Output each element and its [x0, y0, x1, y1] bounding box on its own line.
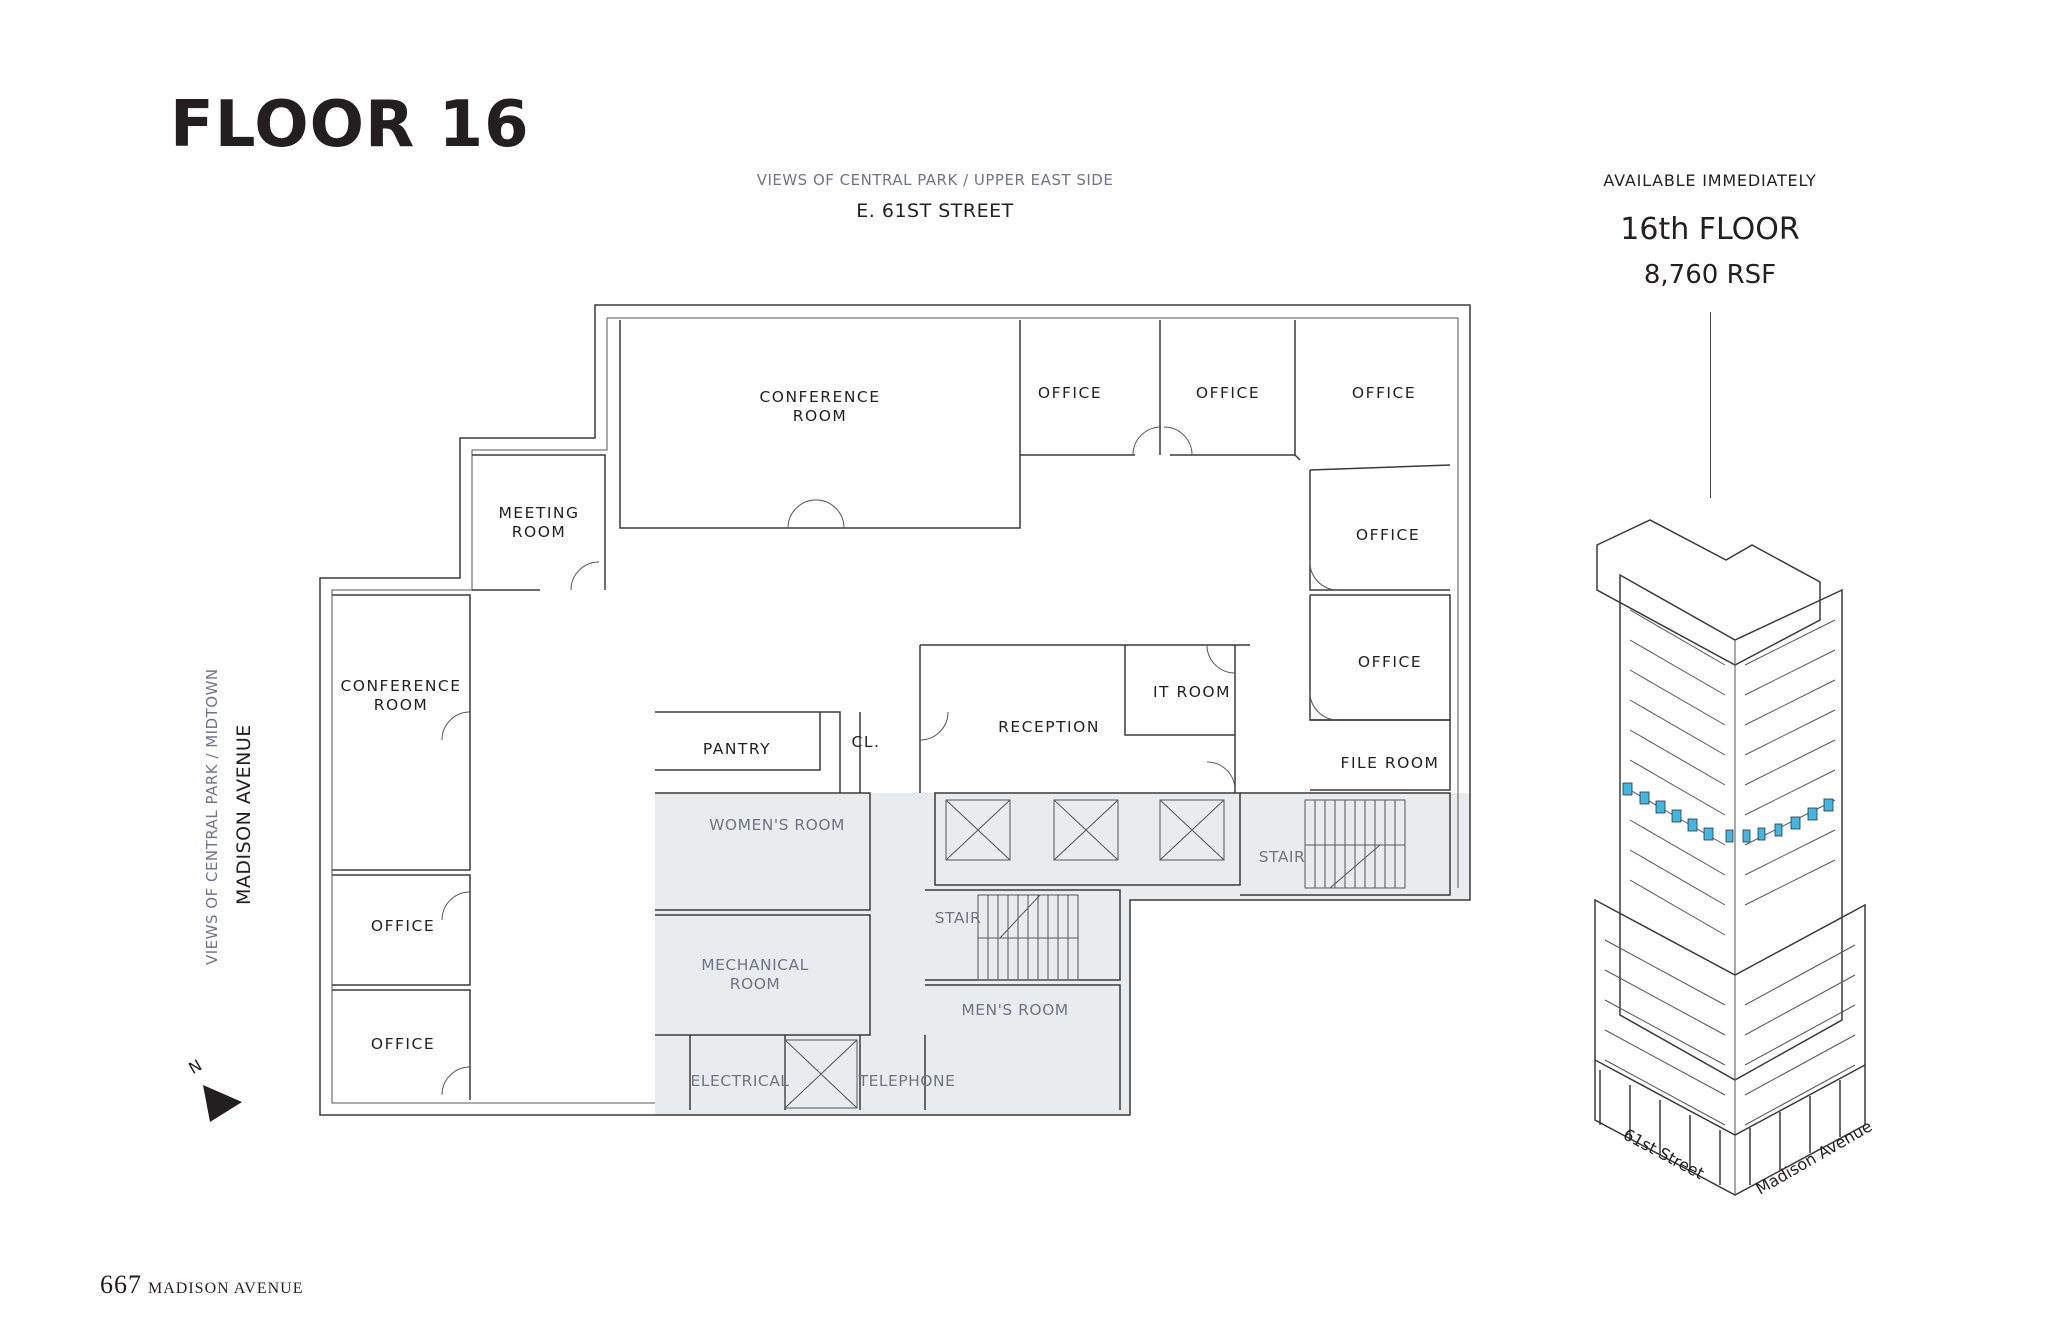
room-label-office-1: OFFICE [1038, 384, 1102, 402]
core-label-mechanical-2: ROOM [730, 975, 781, 993]
room-label-office-2: OFFICE [1196, 384, 1260, 402]
north-label: N [185, 1055, 205, 1077]
room-label-reception: RECEPTION [998, 718, 1100, 736]
building-core [655, 793, 1470, 1115]
interior-walls [332, 320, 1451, 1110]
room-label-file-room: FILE ROOM [1341, 754, 1440, 772]
room-label-office-5: OFFICE [1358, 653, 1422, 671]
footer-brand: 667 MADISON AVENUE [100, 1270, 304, 1300]
room-label-pantry: PANTRY [703, 740, 771, 758]
highlighted-floor [1622, 782, 1834, 843]
floor-area: 8,760 RSF [1643, 260, 1777, 290]
core-label-womens-room: WOMEN'S ROOM [709, 816, 845, 834]
door-swings [441, 426, 1339, 1096]
room-label-conference-top-2: ROOM [793, 407, 848, 425]
core-label-mechanical: MECHANICAL [701, 956, 808, 974]
core-label-stair-2: STAIR [1259, 848, 1306, 866]
north-arrow-icon [203, 1085, 242, 1122]
floor-number: 16th FLOOR [1620, 212, 1800, 247]
building-illustration [1594, 519, 1866, 1196]
elevator-icon [1159, 799, 1225, 861]
room-label-conference-left: CONFERENCE [340, 677, 461, 695]
window-grid [1604, 609, 1856, 1126]
elevators [784, 799, 1225, 1109]
core-label-electrical: ELECTRICAL [691, 1072, 790, 1090]
room-label-office-4: OFFICE [1356, 526, 1420, 544]
footer-name: MADISON AVENUE [148, 1280, 304, 1297]
building-street-madison: Madison Avenue [1753, 1117, 1876, 1199]
availability-status: AVAILABLE IMMEDIATELY [1603, 171, 1817, 190]
core-label-stair-1: STAIR [935, 909, 982, 927]
room-label-office-left-2: OFFICE [371, 1035, 435, 1053]
stairs [977, 799, 1406, 981]
core-label-telephone: TELEPHONE [858, 1072, 956, 1090]
leader-line [1710, 312, 1711, 498]
room-label-meeting-2: ROOM [512, 523, 567, 541]
room-label-it-room: IT ROOM [1153, 683, 1231, 701]
elevator-icon [1053, 799, 1119, 861]
room-label-conference-left-2: ROOM [374, 696, 429, 714]
room-label-office-left-1: OFFICE [371, 917, 435, 935]
elevator-icon [945, 799, 1011, 861]
elevator-icon [784, 1039, 858, 1109]
views-label-top: VIEWS OF CENTRAL PARK / UPPER EAST SIDE [756, 171, 1114, 189]
page-title: FLOOR 16 [170, 88, 530, 162]
room-label-office-3: OFFICE [1352, 384, 1416, 402]
core-label-mens-room: MEN'S ROOM [961, 1001, 1068, 1019]
room-label-closet: CL. [852, 733, 881, 751]
room-label-meeting: MEETING [498, 504, 579, 522]
street-label-top: E. 61ST STREET [856, 200, 1014, 222]
building-street-61st: 61st Street [1620, 1125, 1707, 1183]
footer-number: 667 [100, 1270, 142, 1299]
room-label-conference-top: CONFERENCE [759, 388, 880, 406]
